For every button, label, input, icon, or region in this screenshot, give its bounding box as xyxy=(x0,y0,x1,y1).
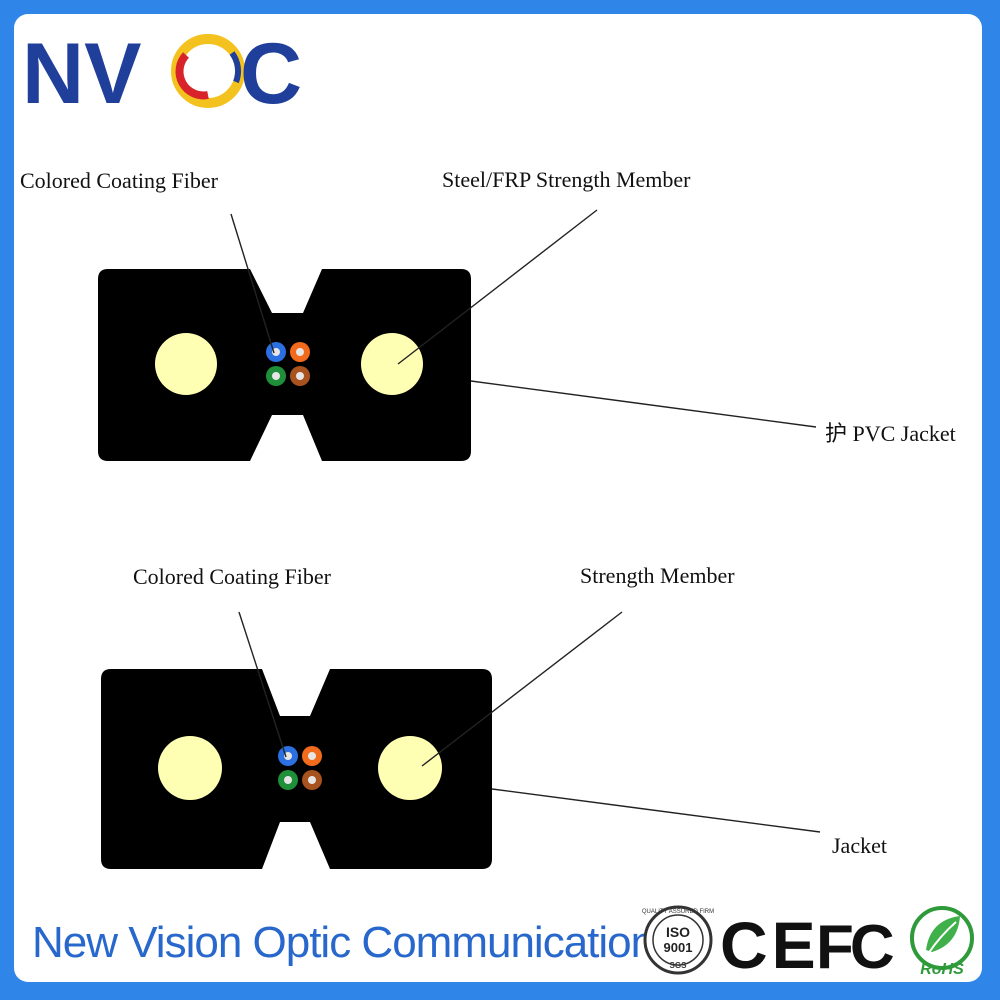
pvc-jacket-bottom xyxy=(101,669,492,869)
ce-mark-icon: CE xyxy=(720,908,820,982)
leader-strength-top xyxy=(397,209,598,365)
label-fiber-top: Colored Coating Fiber xyxy=(20,168,218,193)
fc-mark-icon: FC xyxy=(816,913,898,982)
certification-logos: QUALITY ASSURED FIRM ISO 9001 SGS CE FC … xyxy=(642,905,974,982)
rohs-text: RoHS xyxy=(920,961,964,978)
leader-fiber-top xyxy=(230,213,275,354)
leader-strength-bottom xyxy=(421,611,623,767)
leader-jacket-bottom xyxy=(491,788,821,833)
iso-9001-icon: QUALITY ASSURED FIRM ISO 9001 SGS xyxy=(642,905,714,975)
cable-cross-section-bottom xyxy=(101,611,821,869)
label-jacket-top: 护 PVC Jacket xyxy=(825,421,956,446)
fiber-bundle-bottom xyxy=(278,746,322,790)
iso-main-text: ISO xyxy=(666,924,690,940)
fiber-bundle-top xyxy=(266,342,310,386)
label-fiber-bottom: Colored Coating Fiber xyxy=(133,564,331,589)
iso-top-text: QUALITY ASSURED FIRM xyxy=(642,909,714,915)
leader-lines-bottom xyxy=(238,611,821,833)
logo-letters-nv: NV xyxy=(22,26,141,122)
label-jacket-bottom: Jacket xyxy=(832,833,887,858)
logo-o-ring xyxy=(171,34,245,108)
strength-member-right-bottom xyxy=(378,736,442,800)
leader-fiber-bottom xyxy=(238,611,287,758)
iso-number-text: 9001 xyxy=(664,940,693,955)
nvoc-logo: NV C xyxy=(22,26,302,122)
company-name: New Vision Optic Communication xyxy=(32,918,655,967)
fc-text: FC xyxy=(816,913,894,982)
strength-member-right-top xyxy=(361,333,423,395)
strength-member-left-bottom xyxy=(158,736,222,800)
cable-cross-section-top xyxy=(98,209,817,461)
leader-jacket-top xyxy=(470,380,817,428)
rohs-leaf-icon: RoHS xyxy=(910,906,974,978)
logo-letter-c: C xyxy=(240,26,302,122)
label-strength-bottom: Strength Member xyxy=(580,563,735,588)
leader-lines-top xyxy=(230,209,817,428)
label-strength-top: Steel/FRP Strength Member xyxy=(442,167,691,192)
iso-bottom-text: SGS xyxy=(670,961,688,970)
pvc-jacket-top xyxy=(98,269,471,461)
ce-text: CE xyxy=(720,908,820,982)
strength-member-left-top xyxy=(155,333,217,395)
